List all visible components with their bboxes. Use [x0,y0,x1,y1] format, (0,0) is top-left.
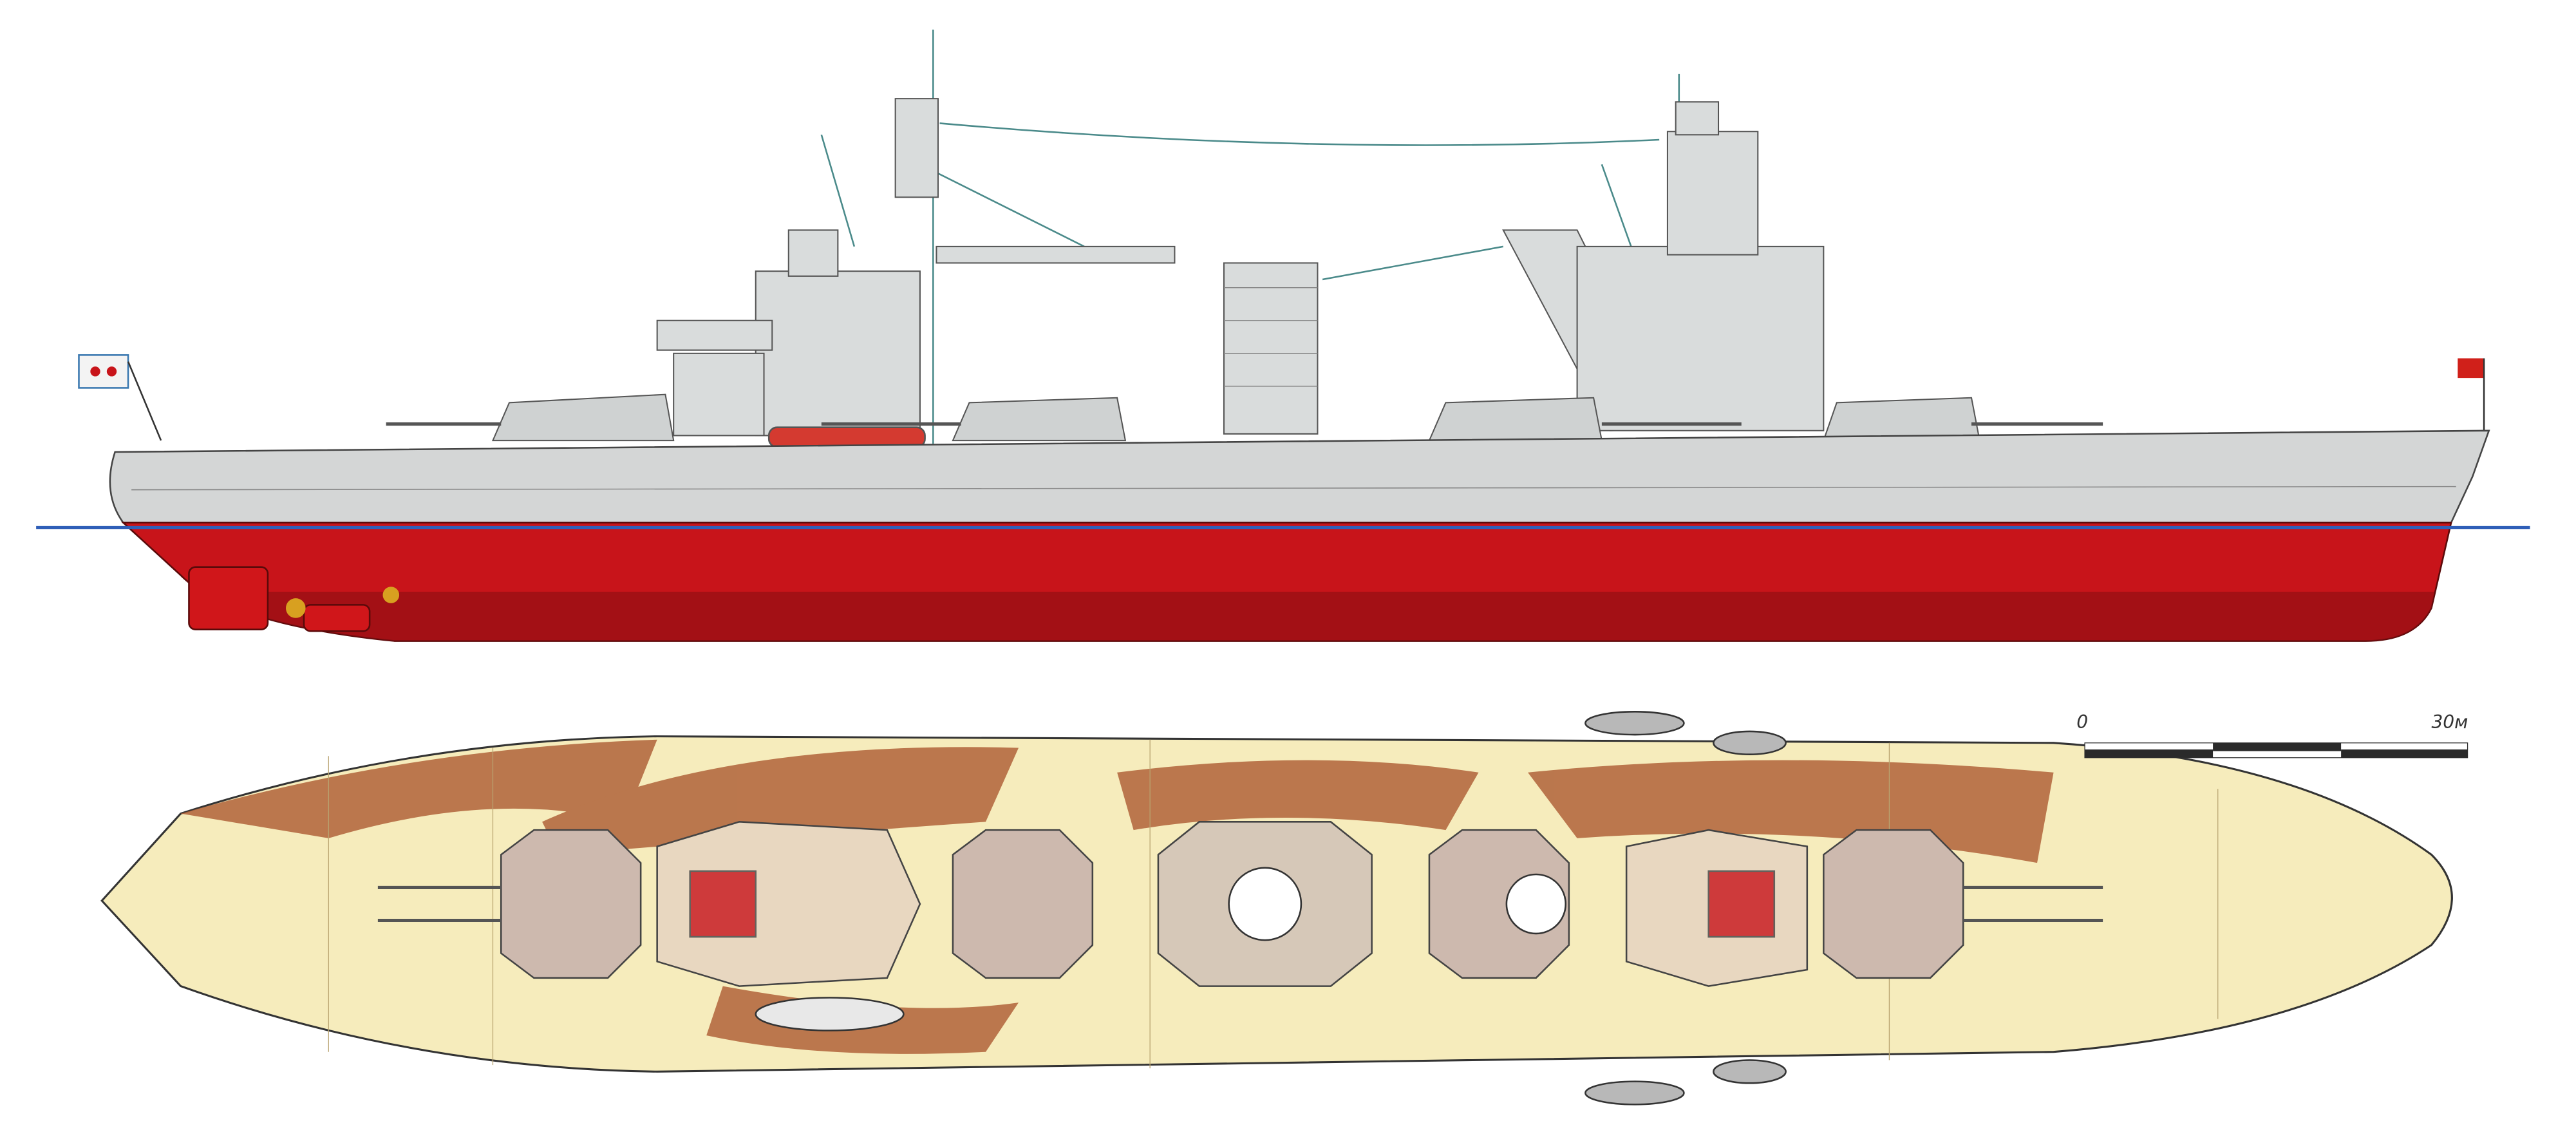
plan-superstructure [656,821,1809,987]
naval-ensign-flag [78,354,129,389]
plan-turrets [500,829,1964,979]
main-turrets [491,393,1980,442]
scale-end-label: 30м [2431,711,2468,733]
plan-view [100,711,2453,1106]
scale-bar: 0 30м [2076,711,2468,758]
funnel-top [1228,867,1302,941]
boats [755,711,1787,1106]
superstructure [656,98,1825,437]
propeller [285,598,306,618]
rudder [188,566,269,630]
scale-start-label: 0 [2076,711,2088,733]
hull-upper [109,429,2490,524]
side-profile-view [36,29,2530,642]
jack-flag [2458,358,2485,379]
funnel [1223,262,1319,435]
